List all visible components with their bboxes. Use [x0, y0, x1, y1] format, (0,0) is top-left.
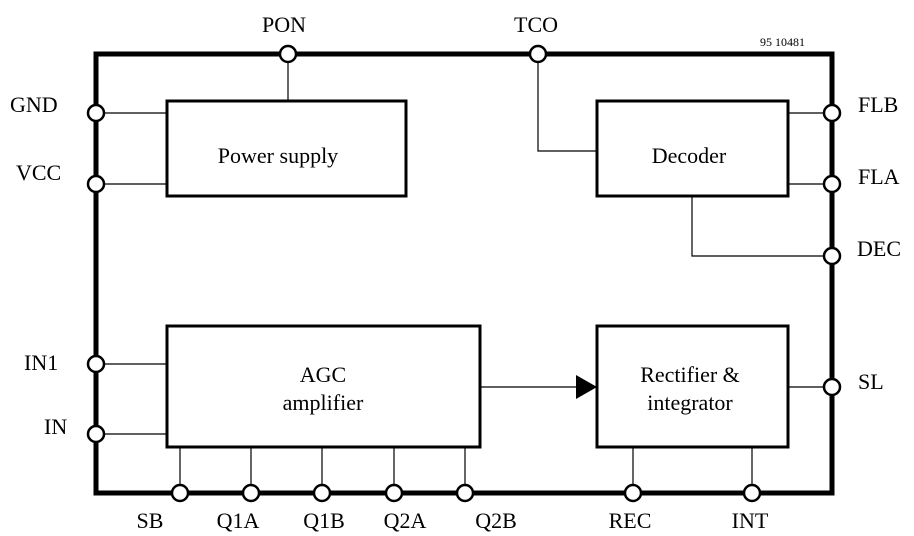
agc-label-line2: amplifier: [283, 390, 364, 415]
pin-vcc: [86, 174, 106, 194]
wire-tco: [537, 54, 597, 152]
pin-q1a: [241, 483, 261, 503]
pin-label-rec: REC: [609, 508, 652, 533]
pin-int: [742, 483, 762, 503]
decoder-block: Decoder: [595, 99, 790, 198]
pin-label-tco: TCO: [514, 12, 558, 37]
pin-label-dec: DEC: [857, 236, 901, 261]
power-supply-label: Power supply: [218, 143, 338, 168]
pin-rec: [623, 483, 643, 503]
pins: [86, 44, 842, 503]
rectifier-label-line1: Rectifier &: [640, 362, 740, 387]
pin-gnd: [86, 103, 106, 123]
pin-label-q2b: Q2B: [475, 508, 517, 533]
doc-number: 95 10481: [760, 35, 805, 49]
pin-sl: [822, 377, 842, 397]
wire-dec: [691, 196, 832, 257]
pin-label-vcc: VCC: [16, 160, 61, 185]
pin-q1b: [312, 483, 332, 503]
pin-q2a: [384, 483, 404, 503]
pin-q2b: [455, 483, 475, 503]
pin-labels: PON TCO GND VCC IN1 IN FLB FLA DEC SL SB…: [10, 12, 901, 533]
pin-label-flb: FLB: [858, 92, 898, 117]
agc-label-line1: AGC: [300, 362, 346, 387]
pin-pon: [278, 44, 298, 64]
pin-tco: [528, 44, 548, 64]
pin-label-pon: PON: [262, 12, 306, 37]
pin-in1: [86, 354, 106, 374]
power-supply-block: Power supply: [165, 99, 408, 198]
rectifier-integrator-block: Rectifier & integrator: [595, 324, 790, 449]
pin-in: [86, 424, 106, 444]
pin-label-q2a: Q2A: [384, 508, 427, 533]
decoder-label: Decoder: [652, 143, 727, 168]
pin-fla: [822, 174, 842, 194]
pin-sb: [170, 483, 190, 503]
agc-amplifier-block: AGC amplifier: [165, 324, 482, 449]
pin-label-gnd: GND: [10, 92, 58, 117]
pin-label-q1a: Q1A: [217, 508, 260, 533]
pin-label-in: IN: [44, 414, 67, 439]
pin-label-sb: SB: [137, 508, 164, 533]
pin-label-in1: IN1: [24, 350, 58, 375]
pin-label-int: INT: [732, 508, 769, 533]
pin-label-sl: SL: [858, 369, 884, 394]
pin-flb: [822, 103, 842, 123]
pin-label-q1b: Q1B: [303, 508, 345, 533]
pin-label-fla: FLA: [858, 164, 900, 189]
signal-arrow-head: [576, 375, 597, 399]
pin-dec: [822, 246, 842, 266]
rectifier-label-line2: integrator: [647, 390, 733, 415]
